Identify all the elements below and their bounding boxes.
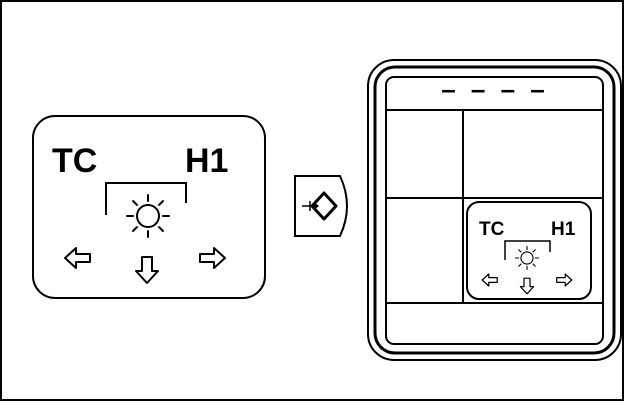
screen-status-dashes: – – – – [441, 74, 549, 104]
mini-panel-label-h1: H1 [551, 219, 576, 240]
sun-bracket [105, 182, 187, 215]
left-panel-label-tc: TC [52, 142, 97, 180]
left-panel-label-h1: H1 [185, 142, 228, 180]
left-control-panel: TC H1 [32, 115, 266, 299]
mini-control-panel: TC H1 [466, 201, 592, 300]
enter-diamond-icon [302, 191, 338, 221]
mini-panel-label-tc: TC [479, 219, 505, 240]
enter-button[interactable] [294, 175, 348, 237]
display-unit: – – – – TC H1 [367, 59, 622, 361]
